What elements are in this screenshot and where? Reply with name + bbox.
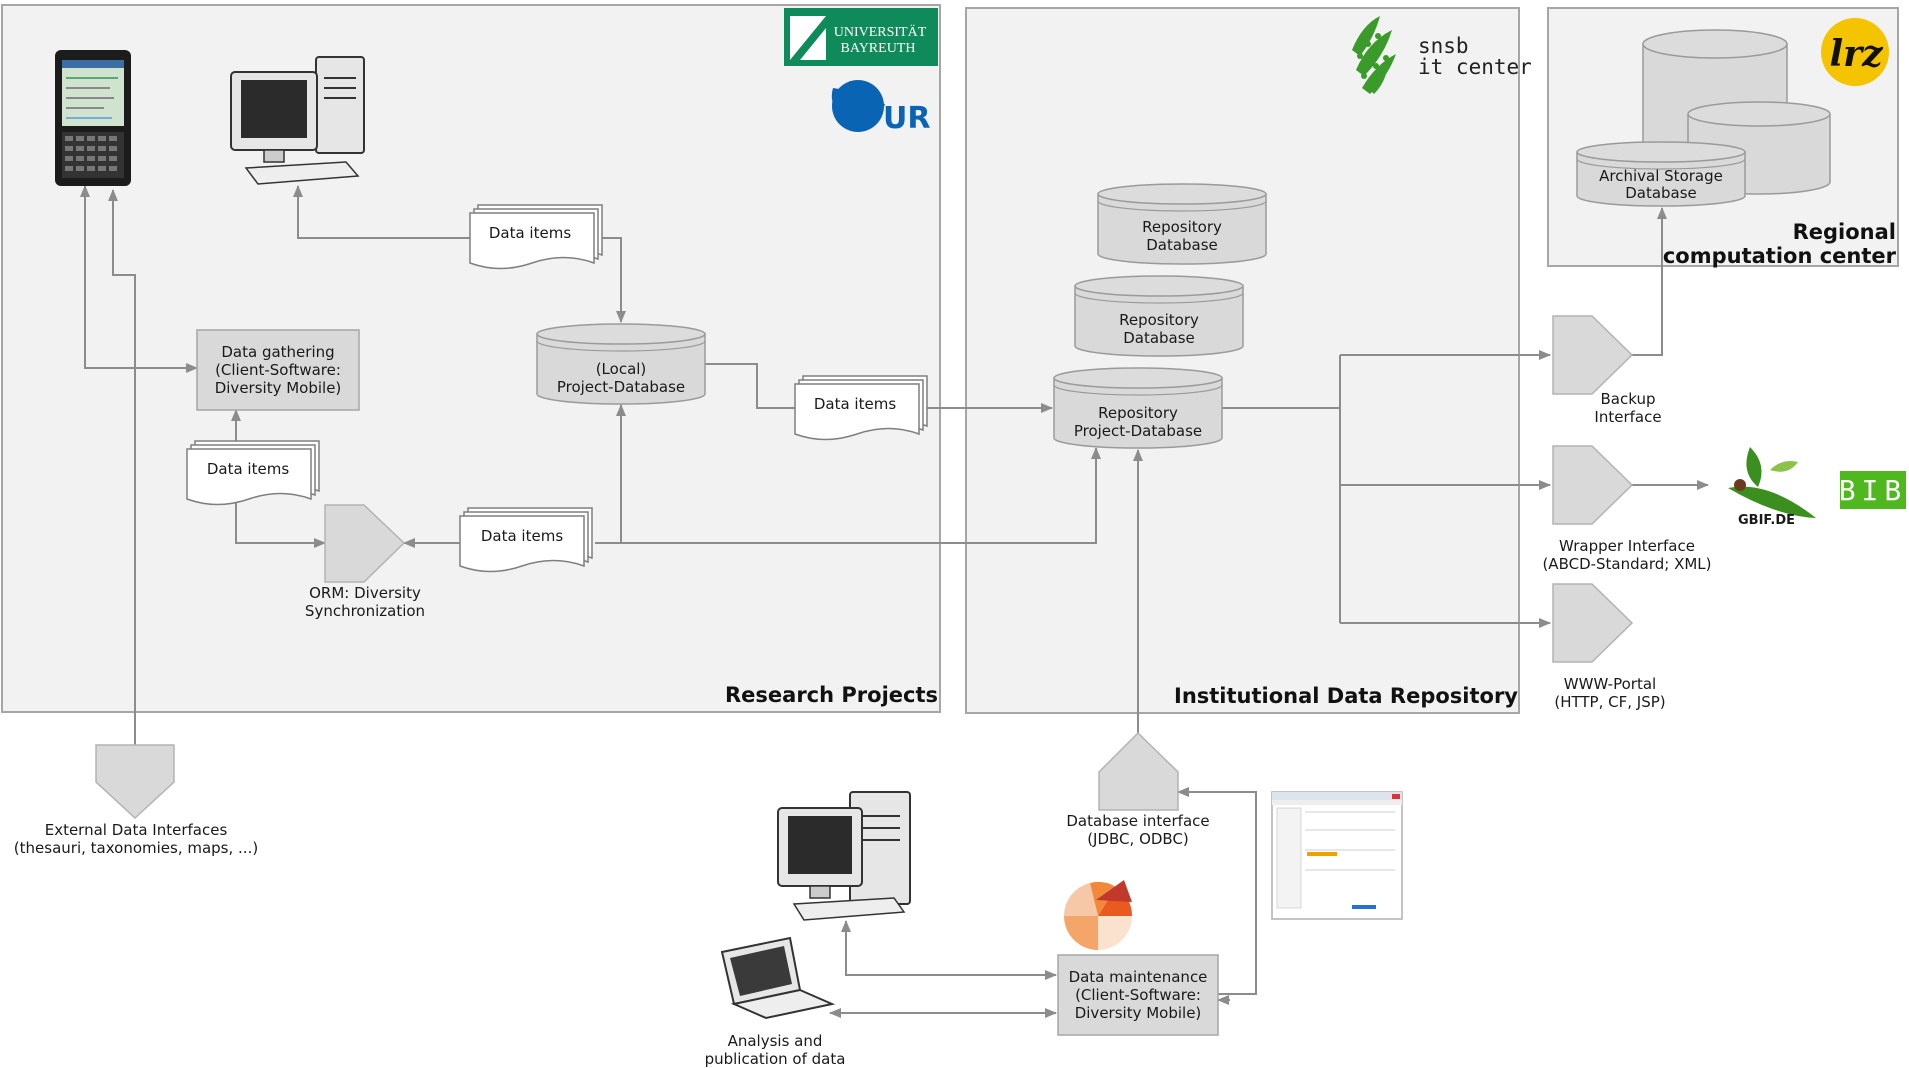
gbif-logo-text: GBIF.DE xyxy=(1738,513,1795,528)
desktop-computer-bottom-icon xyxy=(777,791,911,921)
bayreuth-logo-line1: UNIVERSITÄT xyxy=(834,23,927,40)
repository-project-database: Repository Project-Database xyxy=(1053,367,1223,449)
zone-institutional-repository: Institutional Data Repository xyxy=(965,7,1520,714)
pie-chart-icon xyxy=(1064,880,1133,950)
portal-label-line1: WWW-Portal xyxy=(1564,675,1656,693)
external-label-line2: (thesauri, taxonomies, maps, ...) xyxy=(14,839,258,857)
data-items-mid: Data items xyxy=(794,375,928,441)
maintenance-line3: Diversity Mobile) xyxy=(1075,1004,1202,1022)
snsb-logo-line2: it center xyxy=(1418,55,1532,79)
local-project-database: (Local) Project-Database xyxy=(536,323,706,405)
external-label-line1: External Data Interfaces xyxy=(45,821,228,839)
university-bayreuth-logo: UNIVERSITÄT BAYREUTH xyxy=(784,8,938,66)
ur-logo: UR xyxy=(831,80,930,136)
repo-project-db-line2: Project-Database xyxy=(1074,422,1202,440)
repository-database-2: Repository Database xyxy=(1074,275,1244,357)
www-portal-interface: WWW-Portal (HTTP, CF, JSP) xyxy=(1552,583,1666,711)
wrapper-interface: Wrapper Interface (ABCD-Standard; XML) xyxy=(1542,445,1712,573)
orm-label-line2: Synchronization xyxy=(305,602,425,620)
lrz-logo: lrz xyxy=(1821,18,1889,86)
desktop-computer-icon xyxy=(230,56,365,185)
lrz-logo-text: lrz xyxy=(1829,33,1884,75)
maintenance-line1: Data maintenance xyxy=(1069,968,1208,986)
data-gathering-line3: Diversity Mobile) xyxy=(215,379,342,397)
wrapper-label-line1: Wrapper Interface xyxy=(1559,537,1695,555)
orm-synchronization-interface: ORM: Diversity Synchronization xyxy=(305,504,425,620)
archival-line2: Database xyxy=(1625,184,1697,202)
data-gathering-line2: (Client-Software: xyxy=(215,361,341,379)
archival-storage-database: Archival Storage Database xyxy=(1576,29,1831,207)
archival-line1: Archival Storage xyxy=(1599,167,1723,185)
backup-label-line2: Interface xyxy=(1594,408,1661,426)
db-interface-line1: Database interface xyxy=(1066,812,1209,830)
zone-title-research: Research Projects xyxy=(725,683,938,707)
snsb-logo-line1: snsb xyxy=(1418,34,1469,58)
orm-label-line1: ORM: Diversity xyxy=(309,584,421,602)
data-items-left: Data items xyxy=(186,440,320,506)
portal-label-line2: (HTTP, CF, JSP) xyxy=(1554,693,1665,711)
data-maintenance-box: Data maintenance (Client-Software: Diver… xyxy=(1057,954,1219,1036)
zone-title-regional-2: computation center xyxy=(1663,244,1897,268)
external-data-interfaces: External Data Interfaces (thesauri, taxo… xyxy=(14,744,258,857)
analysis-line1: Analysis and xyxy=(728,1032,823,1050)
data-gathering-box: Data gathering (Client-Software: Diversi… xyxy=(196,329,360,411)
mobile-device-icon xyxy=(55,50,131,186)
data-items-bottom-label: Data items xyxy=(481,527,563,545)
laptop-icon xyxy=(720,936,836,1020)
local-db-line1: (Local) xyxy=(596,360,647,378)
zone-title-regional-1: Regional xyxy=(1793,220,1896,244)
local-db-line2: Project-Database xyxy=(557,378,685,396)
analysis-publication-label: Analysis and publication of data xyxy=(705,1032,846,1068)
repo-db-2-line2: Database xyxy=(1123,329,1195,347)
connectors-repository xyxy=(1133,207,1709,735)
bayreuth-logo-line2: BAYREUTH xyxy=(841,41,916,56)
data-items-mid-label: Data items xyxy=(814,395,896,413)
repo-db-1-line2: Database xyxy=(1146,236,1218,254)
repo-db-2-line1: Repository xyxy=(1119,311,1199,329)
zone-title-repository: Institutional Data Repository xyxy=(1174,684,1518,708)
bib-logo-text: BIB xyxy=(1839,474,1908,507)
data-items-left-label: Data items xyxy=(207,460,289,478)
connectors-bottom xyxy=(829,787,1257,1018)
bib-logo: BIB xyxy=(1839,471,1908,509)
backup-interface: Backup Interface xyxy=(1552,315,1662,426)
backup-label-line1: Backup xyxy=(1601,390,1656,408)
zone-research-projects: Research Projects xyxy=(1,4,941,713)
repo-project-db-line1: Repository xyxy=(1098,404,1178,422)
application-screenshot-icon xyxy=(1271,791,1403,920)
connectors-research xyxy=(80,185,1101,745)
database-interface: Database interface (JDBC, ODBC) xyxy=(1066,731,1210,848)
analysis-line2: publication of data xyxy=(705,1050,846,1068)
data-gathering-line1: Data gathering xyxy=(221,343,334,361)
repository-database-1: Repository Database xyxy=(1097,183,1267,265)
gbif-logo: GBIF.DE xyxy=(1728,447,1816,528)
maintenance-line2: (Client-Software: xyxy=(1075,986,1201,1004)
repo-db-1-line1: Repository xyxy=(1142,218,1222,236)
data-items-top-label: Data items xyxy=(489,224,571,242)
ur-logo-text: UR xyxy=(883,101,930,136)
snsb-logo: snsb it center xyxy=(1352,16,1532,94)
data-items-top: Data items xyxy=(469,204,603,270)
db-interface-line2: (JDBC, ODBC) xyxy=(1087,830,1189,848)
data-items-bottom: Data items xyxy=(459,507,593,573)
wrapper-label-line2: (ABCD-Standard; XML) xyxy=(1542,555,1711,573)
